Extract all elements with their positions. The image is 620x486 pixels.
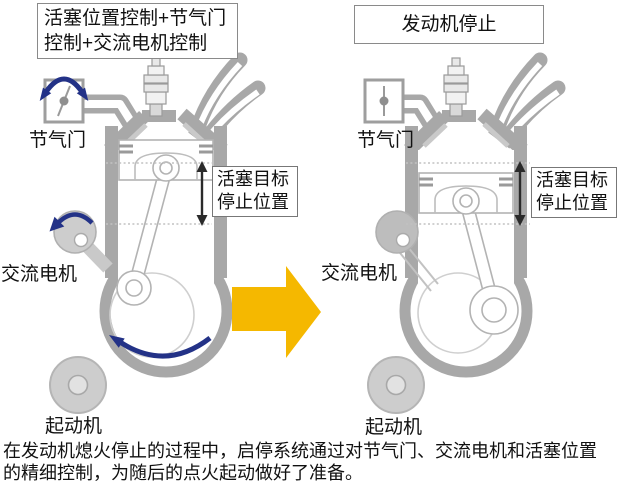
starter-icon bbox=[49, 356, 107, 414]
left-engine-diagram bbox=[39, 52, 266, 414]
engine-state-label: 发动机停止 bbox=[354, 5, 544, 45]
throttle-valve-icon bbox=[39, 76, 89, 124]
alternator-label-right: 交流电机 bbox=[321, 263, 398, 284]
throttle-valve-icon bbox=[363, 78, 405, 124]
transition-arrow-icon bbox=[232, 266, 321, 358]
starter-label-left: 起动机 bbox=[45, 416, 103, 437]
spark-plug-icon bbox=[443, 57, 469, 117]
starter-icon bbox=[367, 356, 425, 414]
throttle-rotation-arrow-icon bbox=[43, 76, 85, 94]
piston-target-box-right: 活塞目标停止位置 bbox=[531, 167, 617, 218]
spark-plug-icon bbox=[143, 57, 169, 117]
exhaust-valve bbox=[482, 122, 510, 148]
intake-valve bbox=[422, 123, 448, 148]
alternator-icon bbox=[375, 210, 439, 292]
right-engine-diagram bbox=[363, 52, 566, 414]
alternator-label-left: 交流电机 bbox=[1, 264, 78, 285]
throttle-label-right: 节气门 bbox=[357, 130, 415, 151]
piston-range-arrow bbox=[106, 161, 212, 226]
alternator-icon bbox=[49, 210, 113, 273]
piston-range-arrow bbox=[406, 161, 530, 226]
piston-target-box-left: 活塞目标停止位置 bbox=[212, 166, 298, 217]
caption-text: 在发动机熄火停止的过程中，启停系统通过对节气门、交流电机和活塞位置的精细控制，为… bbox=[3, 441, 597, 483]
control-mode-label: 活塞位置控制+节气门控制+交流电机控制 bbox=[37, 3, 238, 60]
starter-label-right: 起动机 bbox=[365, 417, 423, 438]
crankshaft-rotation-arrow-icon bbox=[118, 336, 212, 359]
alternator-rotation-arrow-icon bbox=[56, 212, 94, 225]
throttle-label-left: 节气门 bbox=[29, 130, 87, 151]
